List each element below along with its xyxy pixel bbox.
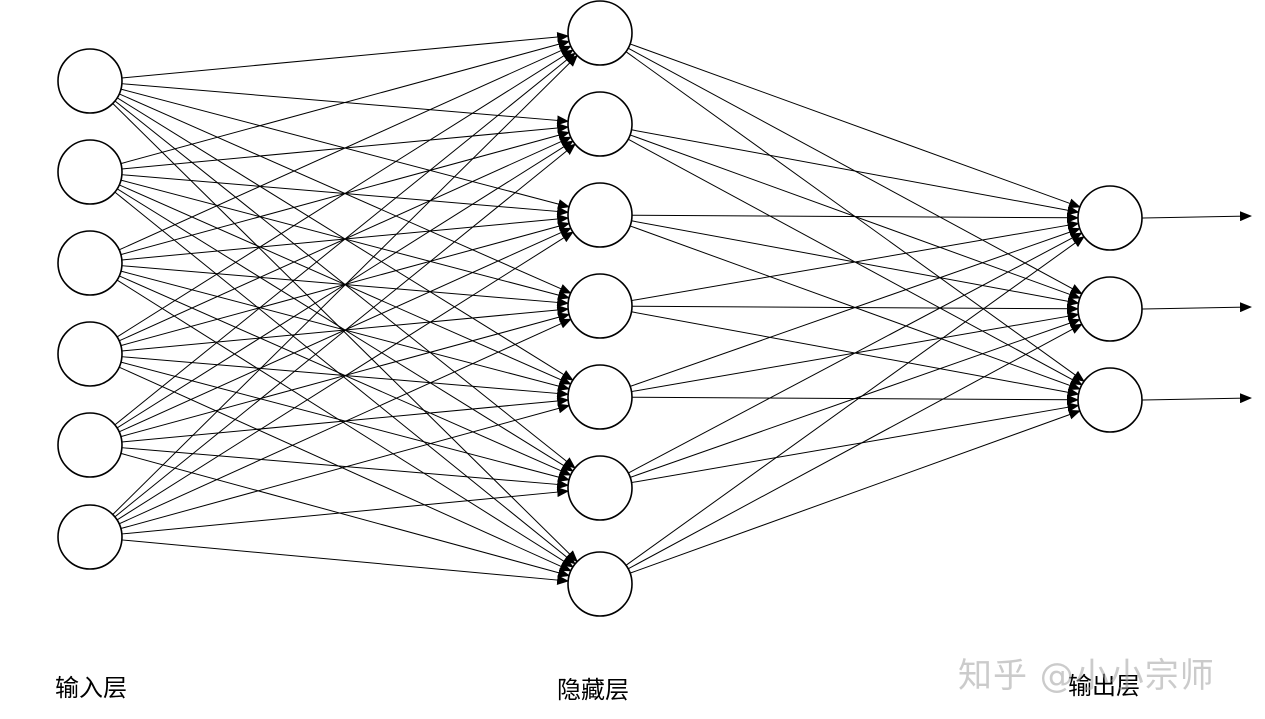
input-hidden-edge-2-1 (120, 39, 571, 165)
output-arrow-3 (1141, 393, 1252, 404)
hidden-node-2 (567, 91, 633, 157)
hidden-node-3 (567, 182, 633, 248)
hidden-node-7 (567, 551, 633, 617)
input-hidden-edge-2-7 (114, 191, 576, 565)
input-node-1 (57, 48, 123, 114)
input-hidden-edge-5-7 (120, 452, 571, 578)
input-hidden-edge-1-1 (121, 32, 570, 79)
output-node-3 (1077, 367, 1143, 433)
hidden-output-edge-7-3 (629, 409, 1081, 574)
input-hidden-edge-6-4 (118, 318, 572, 525)
input-layer-label: 输入层 (55, 674, 127, 702)
output-layer-label: 输出层 (1068, 672, 1140, 700)
input-hidden-edge-5-1 (114, 52, 576, 426)
input-node-3 (57, 230, 123, 296)
input-hidden-edge-3-7 (116, 279, 574, 568)
input-hidden-edge-6-2 (114, 143, 576, 518)
connections-group (112, 32, 1252, 586)
hidden-node-5 (567, 364, 633, 430)
hidden-output-edge-6-3 (631, 402, 1080, 484)
input-hidden-edge-4-1 (116, 49, 574, 338)
hidden-node-6 (567, 455, 633, 521)
hidden-output-edge-2-1 (631, 129, 1080, 216)
input-hidden-edge-1-7 (112, 103, 578, 563)
hidden-output-edge-7-1 (625, 236, 1085, 566)
output-node-1 (1077, 185, 1143, 251)
input-hidden-edge-6-6 (121, 487, 570, 535)
hidden-node-1 (567, 0, 633, 66)
input-hidden-edge-6-1 (112, 54, 578, 515)
input-node-4 (57, 321, 123, 387)
hidden-node-4 (567, 273, 633, 339)
hidden-output-edge-6-2 (630, 318, 1081, 478)
input-hidden-edge-6-3 (116, 231, 574, 521)
input-hidden-edge-6-5 (120, 403, 571, 530)
output-arrow-1 (1141, 211, 1252, 222)
input-node-6 (57, 504, 123, 570)
output-arrow-2 (1141, 302, 1252, 313)
hidden-output-edge-7-2 (627, 323, 1083, 570)
watermark: 知乎 @小小宗师 (958, 656, 1215, 696)
hidden-layer-label: 隐藏层 (557, 676, 629, 704)
hidden-output-edge-4-1 (631, 220, 1080, 302)
hidden-output-edge-1-1 (629, 43, 1081, 209)
input-hidden-edge-6-7 (121, 539, 570, 586)
input-node-2 (57, 139, 123, 205)
input-hidden-edge-4-7 (118, 366, 572, 572)
hidden-output-edge-6-1 (628, 232, 1083, 474)
input-node-5 (57, 412, 123, 478)
output-node-2 (1077, 276, 1143, 342)
hidden-output-edge-5-1 (630, 227, 1081, 387)
hidden-output-edge-3-1 (631, 212, 1080, 223)
input-hidden-edge-3-1 (118, 45, 572, 251)
nodes-group (57, 0, 1143, 617)
